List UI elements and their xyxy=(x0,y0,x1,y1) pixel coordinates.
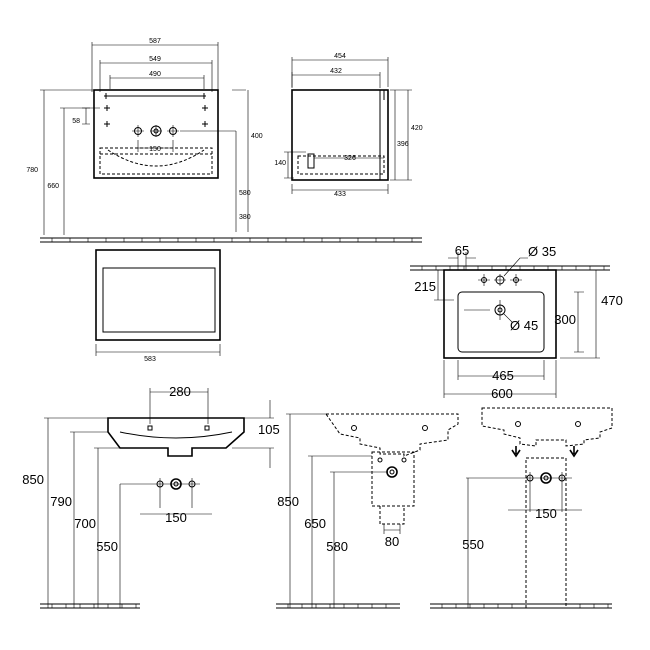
dim-700: 700 xyxy=(74,516,96,531)
dim-105: 105 xyxy=(258,422,280,437)
dim-380: 380 xyxy=(239,214,251,221)
dim-400: 400 xyxy=(251,133,263,140)
floor-hatch-top xyxy=(40,237,422,243)
dim-583: 583 xyxy=(144,356,156,363)
arrow-down-icon xyxy=(511,446,521,458)
dim-465: 465 xyxy=(492,368,514,383)
dim-660: 660 xyxy=(47,183,59,190)
basin-outline xyxy=(443,269,557,359)
dim-850-partial: 850 xyxy=(277,494,299,509)
cabinet-top-view: 583 xyxy=(95,249,221,363)
dim-454: 454 xyxy=(334,53,346,60)
basin-wall-view: 280 105 150 850 790 700 550 xyxy=(22,384,280,609)
dim-280: 280 xyxy=(169,384,191,399)
dim-580-pedestal: 580 xyxy=(326,539,348,554)
cabinet-front-view: 587 549 490 58 780 660 150 400 580 380 xyxy=(26,38,263,235)
dim-650: 650 xyxy=(304,516,326,531)
dim-150-front: 150 xyxy=(149,146,161,153)
dim-550-pedestal: 550 xyxy=(462,537,484,552)
cabinet-side-body xyxy=(291,89,389,181)
wall-tap-holes xyxy=(120,478,200,508)
dim-470: 470 xyxy=(601,293,623,308)
basin-dashed-outline xyxy=(325,413,459,457)
dim-420: 420 xyxy=(411,125,423,132)
dim-300: 300 xyxy=(554,312,576,327)
basin-tap-holes xyxy=(478,274,522,286)
dim-600: 600 xyxy=(491,386,513,401)
arrow-down-icon-2 xyxy=(569,446,579,458)
dim-587: 587 xyxy=(149,38,161,45)
dim-65: 65 xyxy=(455,243,469,258)
dim-150-wall: 150 xyxy=(165,510,187,525)
dim-549: 549 xyxy=(149,56,161,63)
dim-580-front: 580 xyxy=(239,190,251,197)
basin-front-dashed xyxy=(481,407,613,447)
dim-490: 490 xyxy=(149,71,161,78)
siphon-block xyxy=(307,153,315,169)
dim-140: 140 xyxy=(274,160,286,167)
cabinet-top-body xyxy=(95,249,221,341)
dim-790: 790 xyxy=(50,494,72,509)
dim-550-wall: 550 xyxy=(96,539,118,554)
dim-dia-45: Ø 45 xyxy=(510,318,538,333)
dim-326: 326 xyxy=(344,155,356,162)
mount-crosses xyxy=(104,105,208,127)
handle-slot xyxy=(104,93,206,99)
pedestal-side-view: 80 850 650 580 xyxy=(276,413,459,609)
pedestal-tap-holes xyxy=(466,472,572,512)
dim-396: 396 xyxy=(397,141,409,148)
dim-80: 80 xyxy=(385,534,399,549)
dim-850: 850 xyxy=(22,472,44,487)
dim-433: 433 xyxy=(334,191,346,198)
dim-215: 215 xyxy=(414,279,436,294)
cabinet-side-view: 454 432 326 433 420 396 140 xyxy=(274,53,422,198)
basin-top-view: 65 Ø 35 215 Ø 45 300 470 465 600 xyxy=(410,243,623,401)
pedestal-front-view: 150 550 xyxy=(430,407,613,609)
dim-432: 432 xyxy=(330,68,342,75)
basin-bowl-outline xyxy=(107,149,205,167)
dim-58: 58 xyxy=(72,118,80,125)
basin-bowl xyxy=(457,291,545,353)
dim-dia-35: Ø 35 xyxy=(528,244,556,259)
dim-780: 780 xyxy=(26,167,38,174)
pedestal-body-dashed xyxy=(371,451,415,507)
basin-front-profile xyxy=(107,417,245,457)
dim-150-pedestal: 150 xyxy=(535,506,557,521)
tap-hole-icons xyxy=(132,125,179,137)
